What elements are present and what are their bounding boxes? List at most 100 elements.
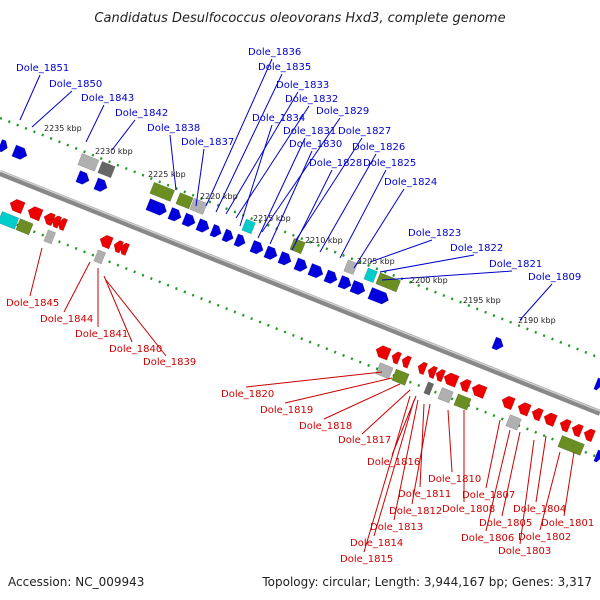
gene-feature[interactable]	[337, 275, 354, 291]
gene-feature[interactable]	[289, 237, 306, 255]
gene-feature[interactable]	[249, 239, 266, 256]
gene-label-dole-1817[interactable]: Dole_1817	[338, 435, 391, 446]
gene-label-dole-1823[interactable]: Dole_1823	[408, 228, 461, 239]
gene-feature[interactable]	[75, 170, 92, 187]
gene-label-dole-1803[interactable]: Dole_1803	[498, 546, 551, 557]
gene-label-dole-1805[interactable]: Dole_1805	[479, 518, 532, 529]
gene-label-dole-1843[interactable]: Dole_1843	[81, 93, 134, 104]
gene-label-dole-1850[interactable]: Dole_1850	[49, 79, 102, 90]
gene-feature[interactable]	[98, 233, 114, 250]
gene-feature[interactable]	[42, 211, 56, 227]
gene-label-dole-1842[interactable]: Dole_1842	[115, 108, 168, 119]
gene-feature[interactable]	[453, 393, 472, 411]
gene-feature[interactable]	[93, 249, 106, 265]
gene-label-dole-1804[interactable]: Dole_1804	[513, 504, 566, 515]
gene-label-dole-1806[interactable]: Dole_1806	[461, 533, 514, 544]
gene-feature[interactable]	[375, 272, 401, 293]
gene-label-dole-1837[interactable]: Dole_1837	[181, 137, 234, 148]
gene-label-dole-1826[interactable]: Dole_1826	[352, 142, 405, 153]
gene-feature[interactable]	[145, 198, 169, 218]
gene-label-dole-1831[interactable]: Dole_1831	[283, 126, 336, 137]
gene-feature[interactable]	[293, 257, 310, 274]
gene-feature[interactable]	[241, 218, 256, 235]
gene-feature[interactable]	[470, 382, 488, 399]
gene-feature[interactable]	[112, 239, 124, 254]
gene-feature[interactable]	[56, 217, 68, 232]
gene-label-dole-1816[interactable]: Dole_1816	[367, 457, 420, 468]
gene-label-dole-1839[interactable]: Dole_1839	[143, 357, 196, 368]
gene-feature[interactable]	[516, 401, 532, 417]
gene-feature[interactable]	[50, 214, 62, 229]
gene-label-dole-1808[interactable]: Dole_1808	[442, 504, 495, 515]
gene-feature[interactable]	[491, 336, 506, 352]
gene-feature[interactable]	[233, 233, 248, 249]
gene-feature[interactable]	[375, 362, 394, 380]
gene-feature[interactable]	[570, 422, 584, 438]
gene-feature[interactable]	[221, 228, 236, 244]
gene-feature[interactable]	[426, 365, 438, 380]
gene-feature[interactable]	[349, 279, 367, 296]
gene-feature[interactable]	[93, 177, 110, 194]
gene-feature[interactable]	[26, 205, 44, 222]
gene-feature[interactable]	[77, 153, 100, 172]
gene-feature[interactable]	[307, 263, 325, 279]
gene-label-dole-1819[interactable]: Dole_1819	[260, 405, 313, 416]
gene-feature[interactable]	[437, 387, 454, 404]
gene-feature[interactable]	[416, 361, 428, 376]
gene-feature[interactable]	[0, 139, 10, 153]
gene-feature[interactable]	[458, 377, 472, 393]
gene-feature[interactable]	[181, 212, 198, 229]
gene-label-dole-1851[interactable]: Dole_1851	[16, 63, 69, 74]
gene-feature[interactable]	[505, 414, 522, 431]
gene-feature[interactable]	[374, 344, 392, 361]
gene-label-dole-1812[interactable]: Dole_1812	[389, 506, 442, 517]
gene-feature[interactable]	[400, 354, 412, 369]
gene-feature[interactable]	[442, 371, 460, 388]
gene-feature[interactable]	[263, 245, 280, 262]
gene-feature[interactable]	[43, 229, 56, 245]
gene-feature[interactable]	[175, 192, 194, 210]
gene-label-dole-1830[interactable]: Dole_1830	[289, 139, 342, 150]
gene-label-dole-1829[interactable]: Dole_1829	[316, 106, 369, 117]
gene-label-dole-1834[interactable]: Dole_1834	[252, 113, 305, 124]
gene-feature[interactable]	[582, 427, 596, 443]
gene-feature[interactable]	[8, 197, 26, 215]
gene-label-dole-1821[interactable]: Dole_1821	[489, 259, 542, 270]
gene-label-dole-1845[interactable]: Dole_1845	[6, 298, 59, 309]
gene-feature[interactable]	[558, 417, 572, 433]
gene-feature[interactable]	[557, 435, 585, 456]
gene-feature[interactable]	[434, 368, 446, 383]
gene-label-dole-1801[interactable]: Dole_1801	[541, 518, 594, 529]
gene-feature[interactable]	[391, 368, 410, 386]
gene-feature[interactable]	[97, 161, 116, 179]
gene-label-dole-1815[interactable]: Dole_1815	[340, 554, 393, 565]
gene-feature[interactable]	[390, 350, 402, 365]
gene-feature[interactable]	[15, 218, 34, 236]
gene-feature[interactable]	[118, 241, 130, 256]
gene-feature[interactable]	[149, 181, 175, 202]
gene-label-dole-1840[interactable]: Dole_1840	[109, 344, 162, 355]
gene-label-dole-1822[interactable]: Dole_1822	[450, 243, 503, 254]
gene-label-dole-1820[interactable]: Dole_1820	[221, 389, 274, 400]
gene-label-dole-1802[interactable]: Dole_1802	[518, 532, 571, 543]
gene-feature[interactable]	[277, 251, 294, 267]
gene-label-dole-1811[interactable]: Dole_1811	[398, 489, 451, 500]
gene-label-dole-1844[interactable]: Dole_1844	[40, 314, 93, 325]
gene-label-dole-1841[interactable]: Dole_1841	[75, 329, 128, 340]
gene-feature[interactable]	[363, 267, 378, 284]
gene-label-dole-1832[interactable]: Dole_1832	[285, 94, 338, 105]
gene-label-dole-1807[interactable]: Dole_1807	[462, 490, 515, 501]
gene-label-dole-1809[interactable]: Dole_1809	[528, 272, 581, 283]
gene-feature[interactable]	[195, 218, 212, 235]
gene-feature[interactable]	[0, 211, 20, 230]
gene-label-dole-1833[interactable]: Dole_1833	[276, 80, 329, 91]
gene-label-dole-1835[interactable]: Dole_1835	[258, 62, 311, 73]
gene-feature[interactable]	[323, 269, 340, 286]
gene-feature[interactable]	[189, 197, 208, 215]
gene-feature[interactable]	[500, 394, 516, 411]
gene-label-dole-1825[interactable]: Dole_1825	[363, 158, 416, 169]
gene-feature[interactable]	[11, 144, 29, 161]
gene-label-dole-1827[interactable]: Dole_1827	[338, 126, 391, 137]
gene-feature[interactable]	[343, 259, 358, 276]
gene-feature[interactable]	[423, 381, 435, 396]
